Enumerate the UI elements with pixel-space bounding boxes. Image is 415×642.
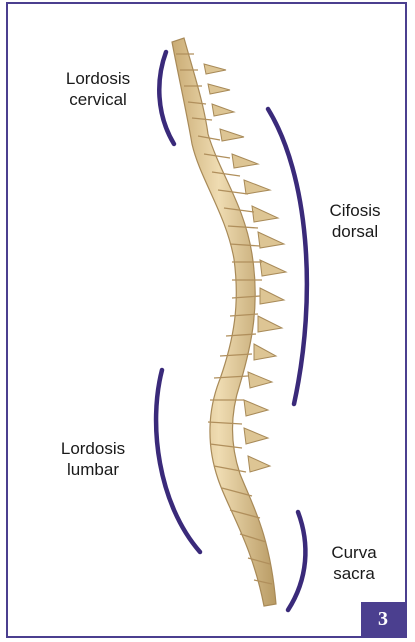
label-lumbar-lordosis: Lordosis lumbar <box>38 438 148 480</box>
label-line: Curva <box>314 542 394 563</box>
label-line: sacra <box>314 563 394 584</box>
label-line: cervical <box>38 89 158 110</box>
bracket-sacral <box>288 512 305 610</box>
label-line: Lordosis <box>38 68 158 89</box>
label-line: dorsal <box>310 221 400 242</box>
bracket-cervical <box>159 52 174 144</box>
label-cervical-lordosis: Lordosis cervical <box>38 68 158 110</box>
label-sacral-curve: Curva sacra <box>314 542 394 584</box>
bracket-lumbar <box>156 370 200 552</box>
bracket-dorsal <box>268 109 307 404</box>
label-dorsal-kyphosis: Cifosis dorsal <box>310 200 400 242</box>
label-line: lumbar <box>38 459 148 480</box>
label-line: Lordosis <box>38 438 148 459</box>
figure-frame: Lordosis cervical Cifosis dorsal Lordosi… <box>6 2 407 638</box>
figure-number-badge: 3 <box>361 602 405 636</box>
label-line: Cifosis <box>310 200 400 221</box>
